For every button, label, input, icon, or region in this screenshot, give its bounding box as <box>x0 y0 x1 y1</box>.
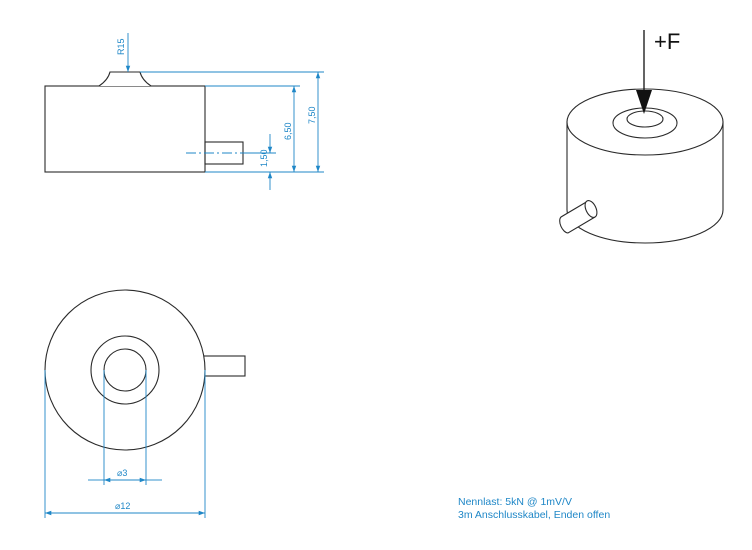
button-diameter-label: ⌀3 <box>117 468 127 478</box>
total-height-label: 7,50 <box>307 106 317 124</box>
side-view: R15 7,50 6,50 1,50 <box>44 33 324 190</box>
side-view-load-button <box>98 71 152 87</box>
note-cable: 3m Anschlusskabel, Enden offen <box>458 509 611 521</box>
side-view-body <box>44 85 206 173</box>
top-view-ring-circle <box>90 335 160 405</box>
body-height-label: 6,50 <box>283 122 293 140</box>
iso-cylinder-top <box>566 88 724 156</box>
isometric-view: +F <box>559 29 724 244</box>
radius-label: R15 <box>116 38 126 55</box>
note-nominal-load: Nennlast: 5kN @ 1mV/V <box>458 496 572 508</box>
force-arrow-head <box>636 90 652 114</box>
top-view-body-circle <box>44 289 206 451</box>
force-label: +F <box>654 29 680 54</box>
iso-cable-end <box>584 200 598 218</box>
cable-height-label: 1,50 <box>259 149 269 167</box>
notes-block: Nennlast: 5kN @ 1mV/V 3m Anschlusskabel,… <box>458 496 610 522</box>
body-diameter-label: ⌀12 <box>115 501 130 511</box>
top-view: ⌀3 ⌀12 <box>44 289 246 518</box>
